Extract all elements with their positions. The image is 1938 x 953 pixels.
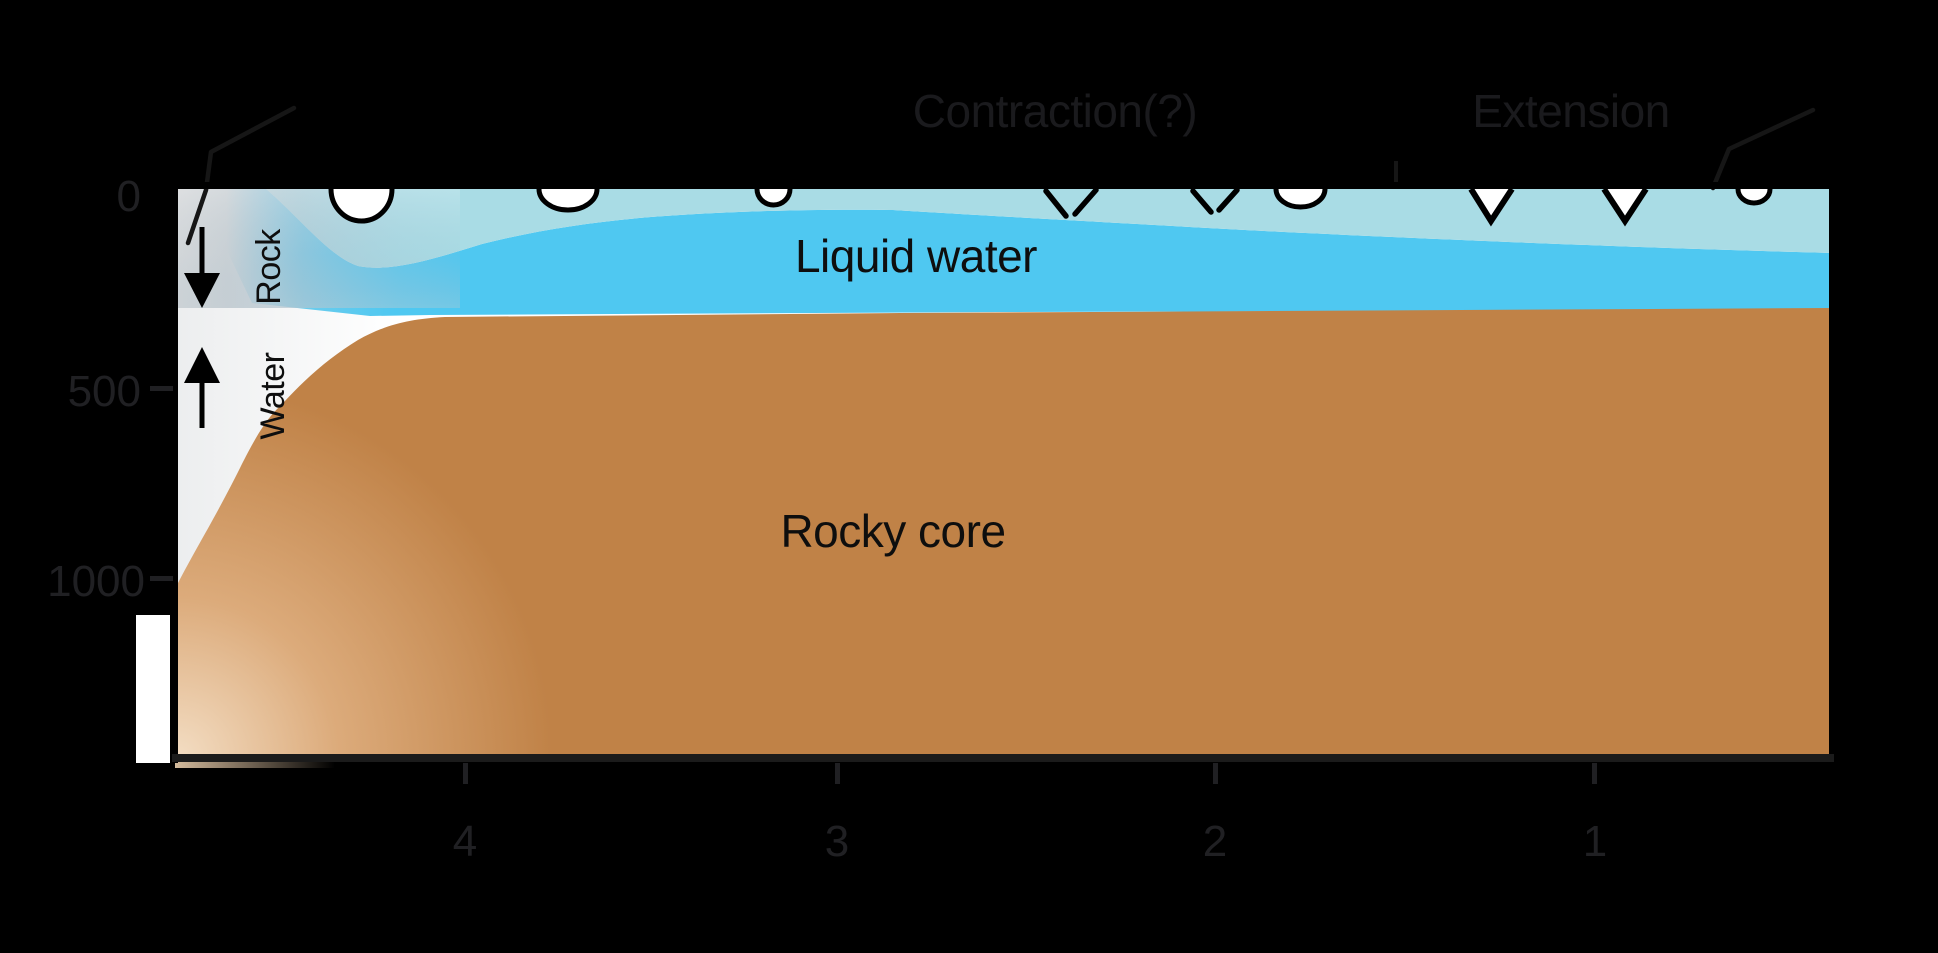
y-axis-label-500: 500 [68, 367, 141, 416]
crater-group [328, 186, 1773, 224]
graben-filled-icon [1468, 187, 1515, 227]
core-bottom-sliver [175, 761, 335, 768]
graben-open-icon [1190, 187, 1240, 215]
y-tick-500 [150, 386, 173, 391]
rock-label: Rock [250, 228, 288, 305]
y-tick-1000 [150, 576, 173, 581]
down-arrow-icon [184, 227, 220, 308]
rock-sinking-shading [175, 188, 460, 308]
extension-label: Extension [1472, 85, 1670, 137]
plot-border-bottom [172, 754, 1834, 762]
contraction-label: Contraction(?) [913, 85, 1197, 137]
x-axis-label-4: 4 [453, 817, 477, 866]
x-tick-4 [463, 763, 468, 784]
x-axis-label-3: 3 [825, 817, 849, 866]
liquid-water-label: Liquid water [795, 230, 1037, 282]
crater-icon [328, 186, 395, 224]
crater-icon [536, 186, 600, 213]
leader-line-left [185, 105, 297, 246]
crater-icon [1735, 186, 1773, 206]
graben-filled-icon [1601, 187, 1649, 227]
rocky-core-label: Rocky core [780, 505, 1005, 557]
rocky-core-layer [177, 308, 1833, 758]
plot-border-top [172, 182, 1834, 189]
graben-open-icon [1043, 187, 1099, 219]
x-tick-1 [1592, 763, 1597, 784]
filled-graben-group [1468, 187, 1649, 227]
leader-line-right [1710, 107, 1816, 191]
plot-border-right [1829, 185, 1834, 763]
up-arrow-icon [184, 347, 220, 428]
liquid-water-layer [197, 188, 1833, 316]
open-graben-group [1043, 187, 1240, 219]
y-axis-label-1000: 1000 [47, 557, 145, 606]
x-axis-label-2: 2 [1203, 817, 1227, 866]
plot-border-left [172, 185, 178, 763]
y-axis-label-0: 0 [117, 172, 141, 221]
x-tick-3 [835, 763, 840, 784]
white-margin-patch [136, 615, 170, 763]
water-label: Water [254, 352, 292, 439]
x-axis-label-1: 1 [1583, 817, 1607, 866]
crater-icon [754, 186, 793, 208]
crater-icon [1273, 186, 1328, 210]
ice-shell-layer [265, 188, 1833, 268]
x-tick-2 [1213, 763, 1218, 784]
